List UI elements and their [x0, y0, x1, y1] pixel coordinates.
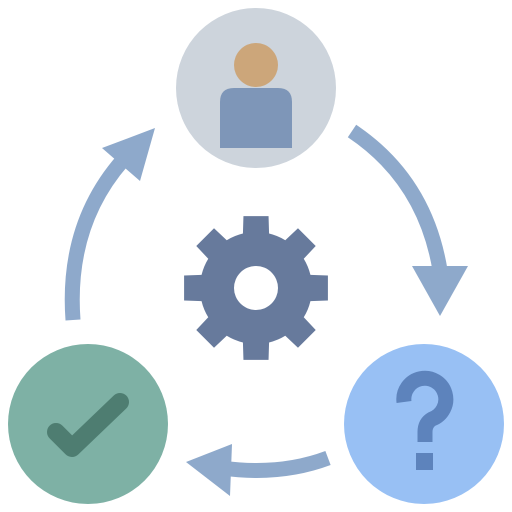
arrow-user-to-question: [347, 124, 448, 272]
user-body: [220, 88, 292, 148]
checkmark-icon: [47, 393, 129, 457]
check-node: [8, 344, 168, 504]
user-head: [234, 43, 278, 87]
user-icon: [220, 43, 292, 148]
arrowhead-left-icon: [186, 444, 232, 496]
question-icon: [396, 370, 454, 470]
arrowhead-down-icon: [412, 266, 468, 316]
question-mark-dot: [416, 453, 433, 470]
circular-arrows-icon: [64, 124, 468, 496]
arrow-check-to-user: [64, 155, 129, 321]
question-node: [344, 344, 504, 504]
arrowhead-up-icon: [102, 128, 155, 181]
gear-icon: [184, 216, 328, 360]
arrow-question-to-check: [220, 450, 331, 478]
question-mark-curve: [396, 370, 454, 442]
user-node: [176, 8, 336, 168]
